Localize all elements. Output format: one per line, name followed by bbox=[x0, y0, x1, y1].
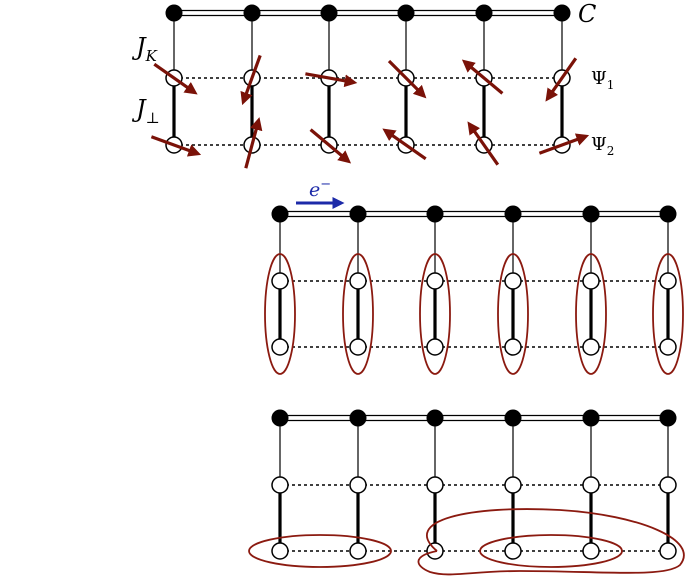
chain-site bbox=[582, 409, 600, 427]
psi2-site bbox=[271, 542, 289, 560]
psi1-site bbox=[271, 272, 289, 290]
psi1-site bbox=[271, 476, 289, 494]
spin-arrow bbox=[467, 121, 500, 166]
psi1-site bbox=[582, 476, 600, 494]
rung-singlet-loop bbox=[575, 253, 607, 375]
psi2-site bbox=[349, 542, 367, 560]
panel-b: e− bbox=[264, 177, 684, 375]
chain-site bbox=[504, 409, 522, 427]
psi1-site bbox=[659, 272, 677, 290]
psi2-site bbox=[582, 542, 600, 560]
chain-site bbox=[659, 409, 677, 427]
spin-arrow bbox=[244, 117, 263, 169]
psi1-site bbox=[659, 476, 677, 494]
panel-a-ladder bbox=[165, 4, 571, 154]
panel-c-singlet-loops bbox=[248, 508, 685, 576]
psi2-site bbox=[504, 338, 522, 356]
panel-c bbox=[248, 409, 685, 576]
psi1-site bbox=[349, 476, 367, 494]
chain-site bbox=[349, 205, 367, 223]
psi2-site bbox=[349, 338, 367, 356]
chain-site bbox=[659, 205, 677, 223]
spin-arrow bbox=[461, 59, 504, 95]
panel-b-rung-singlets bbox=[264, 253, 684, 375]
psi2-site bbox=[659, 338, 677, 356]
psi1-site bbox=[426, 476, 444, 494]
chain-site bbox=[426, 205, 444, 223]
psi2-label: Ψ2 bbox=[591, 134, 614, 158]
rung-singlet-loop bbox=[652, 253, 684, 375]
spin-arrow bbox=[153, 62, 198, 95]
chain-site bbox=[271, 409, 289, 427]
rung-singlet-loop bbox=[497, 253, 529, 375]
rung-singlet-loop bbox=[342, 253, 374, 375]
psi2-site bbox=[582, 338, 600, 356]
psi1-site bbox=[349, 272, 367, 290]
chain-site bbox=[582, 205, 600, 223]
spin-arrow bbox=[150, 135, 202, 157]
perp-coupling-label: J⊥ bbox=[131, 95, 160, 127]
chain-site bbox=[504, 205, 522, 223]
psi1-site bbox=[504, 272, 522, 290]
rung-singlet-loop bbox=[419, 253, 451, 375]
psi1-label: Ψ1 bbox=[591, 68, 614, 92]
panel-a-spins bbox=[150, 54, 590, 169]
psi2-site bbox=[426, 338, 444, 356]
chain-site bbox=[320, 4, 338, 22]
chain-site bbox=[349, 409, 367, 427]
chain-site bbox=[271, 205, 289, 223]
panel-b-ladder bbox=[271, 205, 677, 356]
psi1-site bbox=[504, 476, 522, 494]
electron-label: e− bbox=[309, 177, 331, 201]
spin-arrow bbox=[382, 128, 427, 161]
kondo-coupling-label: JK bbox=[131, 33, 158, 65]
psi1-site bbox=[582, 272, 600, 290]
singlet-loop-36 bbox=[417, 508, 685, 576]
panel-c-ladder bbox=[271, 409, 677, 560]
panel-a: C JK J⊥ Ψ1 Ψ2 bbox=[131, 0, 614, 169]
spin-arrow bbox=[240, 54, 262, 106]
chain-site bbox=[553, 4, 571, 22]
psi2-site bbox=[271, 338, 289, 356]
spin-arrow bbox=[545, 57, 578, 102]
singlet-loop-12 bbox=[248, 534, 392, 568]
singlet-loop-45 bbox=[479, 534, 623, 568]
chain-label: C bbox=[578, 0, 596, 28]
chain-site bbox=[165, 4, 183, 22]
chain-site bbox=[426, 409, 444, 427]
psi2-site bbox=[504, 542, 522, 560]
psi1-site bbox=[426, 272, 444, 290]
psi2-site bbox=[659, 542, 677, 560]
rung-singlet-loop bbox=[264, 253, 296, 375]
spin-arrow bbox=[309, 128, 352, 164]
spin-arrow bbox=[305, 72, 358, 88]
chain-site bbox=[397, 4, 415, 22]
chain-site bbox=[243, 4, 261, 22]
spin-arrow bbox=[387, 59, 427, 99]
chain-site bbox=[475, 4, 493, 22]
spin-arrow bbox=[538, 133, 590, 155]
